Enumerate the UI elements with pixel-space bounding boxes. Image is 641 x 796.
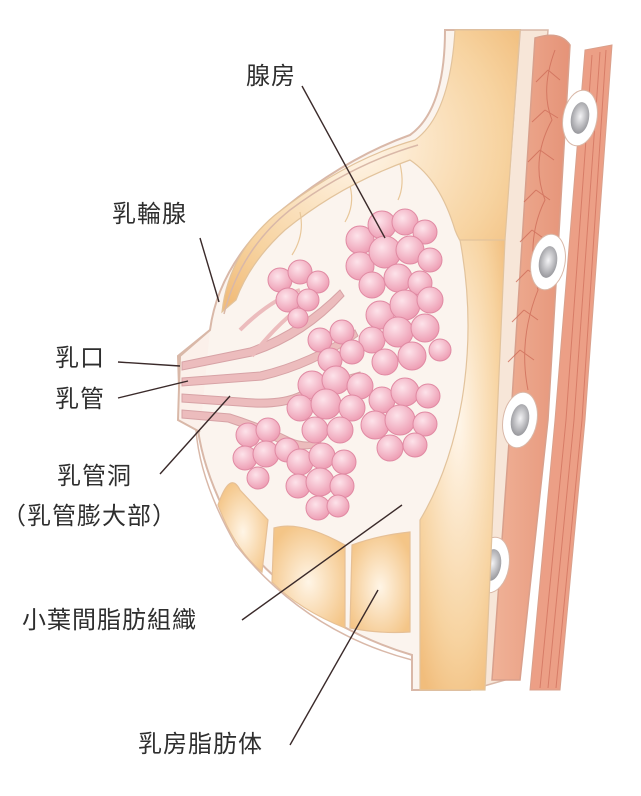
label-areolar-gland: 乳輪腺 bbox=[112, 200, 187, 228]
label-nipple-opening: 乳口 bbox=[55, 344, 105, 372]
glandular-lobules bbox=[232, 208, 452, 521]
label-milk-duct: 乳管 bbox=[55, 385, 105, 413]
label-breast-fat-body: 乳房脂肪体 bbox=[138, 730, 263, 758]
label-interlobular-fat: 小葉間脂肪組織 bbox=[22, 606, 197, 634]
label-glandular-lobes: 腺房 bbox=[246, 62, 296, 90]
label-lactiferous-sinus-note: （乳管膨大部） bbox=[2, 502, 177, 530]
label-lactiferous-sinus: 乳管洞 bbox=[57, 462, 132, 490]
leader-lines bbox=[117, 85, 403, 746]
